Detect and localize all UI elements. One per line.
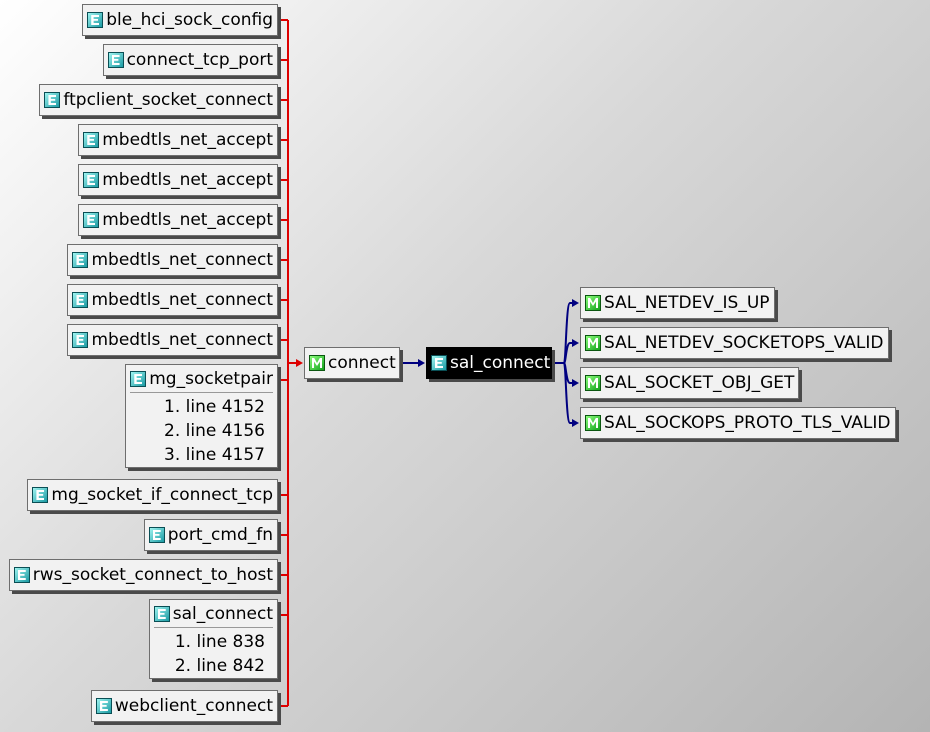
call-site-line[interactable]: 2. line 4156 <box>164 421 265 441</box>
function-icon <box>44 92 61 108</box>
macro-icon <box>585 415 601 431</box>
caller-label: mbedtls_net_connect <box>91 290 273 310</box>
function-icon <box>72 292 89 308</box>
caller-label: webclient_connect <box>114 696 273 716</box>
caller-label: mg_socket_if_connect_tcp <box>51 485 273 505</box>
function-icon <box>83 132 100 148</box>
arrowhead <box>572 419 579 427</box>
function-icon <box>95 698 112 714</box>
caller-node-sal-connect[interactable]: sal_connect 1. line 838 2. line 842 <box>148 599 278 679</box>
arrowhead <box>572 339 579 347</box>
caller-node[interactable]: mbedtls_net_connect <box>67 284 278 316</box>
call-site-line[interactable]: 3. line 4157 <box>164 445 265 465</box>
caller-label: sal_connect <box>172 604 273 624</box>
caller-node[interactable]: mbedtls_net_connect <box>67 324 278 356</box>
caller-label: ble_hci_sock_config <box>106 10 273 30</box>
macro-icon <box>585 375 601 391</box>
function-icon <box>13 567 30 583</box>
callee-label: SAL_NETDEV_SOCKETOPS_VALID <box>604 333 884 353</box>
macro-icon <box>585 295 601 311</box>
focus-node-sal-connect[interactable]: sal_connect <box>426 347 552 379</box>
center-node-connect[interactable]: connect <box>304 347 400 379</box>
arrowhead <box>418 359 425 367</box>
caller-label: port_cmd_fn <box>167 525 273 545</box>
caller-node[interactable]: ftpclient_socket_connect <box>39 84 278 116</box>
caller-node[interactable]: mbedtls_net_accept <box>78 204 278 236</box>
callee-node[interactable]: SAL_SOCKOPS_PROTO_TLS_VALID <box>580 407 896 439</box>
function-icon <box>32 487 49 503</box>
call-site-line[interactable]: 1. line 838 <box>174 632 265 652</box>
caller-wires <box>280 19 303 707</box>
caller-label: connect_tcp_port <box>126 50 273 70</box>
call-site-line[interactable]: 1. line 4152 <box>164 397 265 417</box>
caller-node[interactable]: rws_socket_connect_to_host <box>8 559 278 591</box>
caller-node[interactable]: mg_socket_if_connect_tcp <box>27 479 278 511</box>
function-icon <box>130 371 147 387</box>
call-site-line[interactable]: 2. line 842 <box>174 656 265 676</box>
caller-label: rws_socket_connect_to_host <box>32 565 273 585</box>
caller-label: mbedtls_net_accept <box>102 170 273 190</box>
function-icon <box>83 172 100 188</box>
callee-node[interactable]: SAL_SOCKET_OBJ_GET <box>580 367 800 399</box>
callee-wires <box>400 299 579 427</box>
caller-node[interactable]: mbedtls_net_accept <box>78 164 278 196</box>
caller-label: ftpclient_socket_connect <box>63 90 273 110</box>
caller-label: mbedtls_net_connect <box>91 330 273 350</box>
caller-node[interactable]: port_cmd_fn <box>143 519 278 551</box>
function-icon <box>153 606 170 622</box>
focus-label: sal_connect <box>450 353 551 373</box>
arrowhead <box>572 379 579 387</box>
arrowhead <box>572 299 579 307</box>
callee-wire <box>563 362 576 424</box>
caller-label: mg_socketpair <box>149 369 273 389</box>
function-icon <box>107 52 124 68</box>
function-icon <box>431 355 447 371</box>
caller-node[interactable]: mbedtls_net_connect <box>67 244 278 276</box>
callee-label: SAL_SOCKOPS_PROTO_TLS_VALID <box>604 413 891 433</box>
macro-icon <box>585 335 601 351</box>
function-icon <box>72 252 89 268</box>
callee-node[interactable]: SAL_NETDEV_IS_UP <box>580 287 775 319</box>
caller-node[interactable]: webclient_connect <box>90 690 278 722</box>
caller-node[interactable]: ble_hci_sock_config <box>82 4 278 36</box>
function-icon <box>87 12 104 28</box>
callee-label: SAL_SOCKET_OBJ_GET <box>604 373 795 393</box>
caller-label: mbedtls_net_accept <box>102 210 273 230</box>
function-icon <box>83 212 100 228</box>
macro-icon <box>309 355 325 371</box>
center-label: connect <box>328 353 396 373</box>
arrowhead <box>296 359 303 367</box>
callee-node[interactable]: SAL_NETDEV_SOCKETOPS_VALID <box>580 327 889 359</box>
caller-label: mbedtls_net_connect <box>91 250 273 270</box>
caller-label: mbedtls_net_accept <box>102 130 273 150</box>
caller-node[interactable]: mbedtls_net_accept <box>78 124 278 156</box>
caller-node-mg-socketpair[interactable]: mg_socketpair 1. line 4152 2. line 4156 … <box>125 364 278 468</box>
caller-node[interactable]: connect_tcp_port <box>102 44 278 76</box>
callee-label: SAL_NETDEV_IS_UP <box>604 293 770 313</box>
function-icon <box>72 332 89 348</box>
function-icon <box>148 527 165 543</box>
